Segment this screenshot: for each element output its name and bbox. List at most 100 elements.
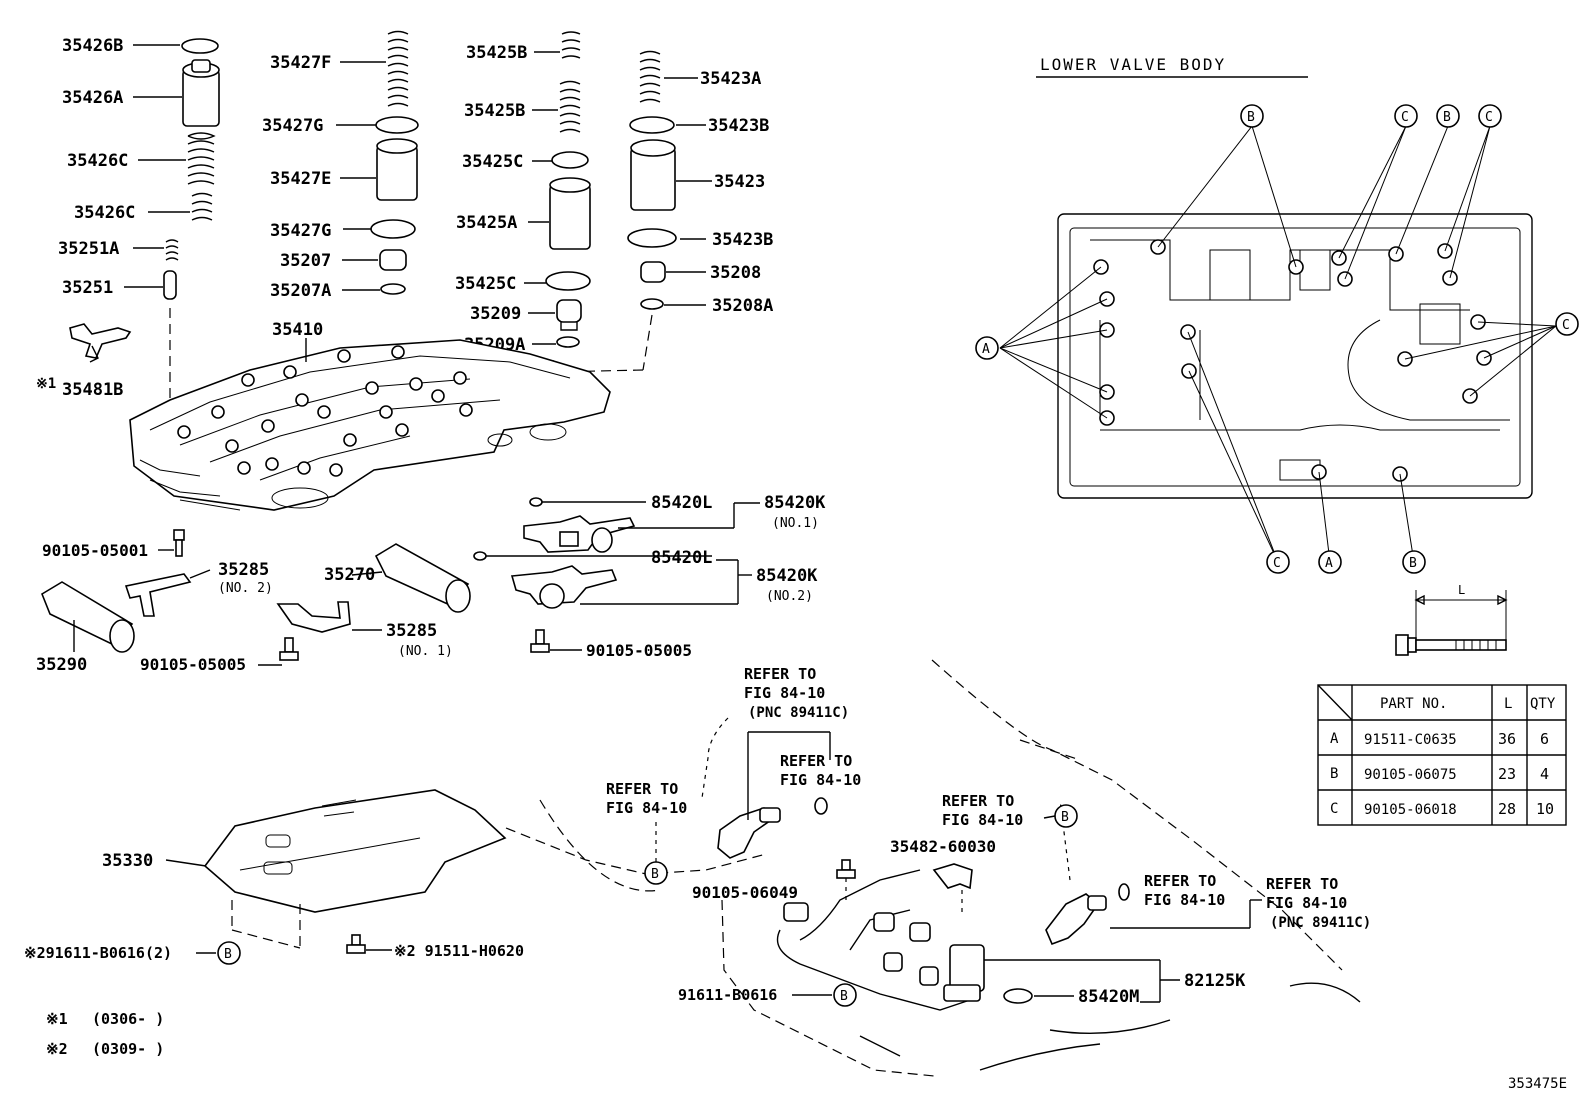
bolt-90105-05001 [158, 529, 185, 557]
label-35285-no1-sub: (NO. 1) [398, 644, 453, 659]
bolt-length-label: L [1458, 583, 1465, 597]
refer-note-3: REFER TO FIG 84-10 B [606, 780, 687, 885]
svg-text:C: C [1401, 110, 1409, 125]
label-35425b-upper: 35425B [466, 43, 527, 63]
svg-text:B: B [1409, 556, 1417, 571]
label-90105-05005-right: 90105-05005 [586, 641, 692, 660]
table-row-c-length: 28 [1498, 800, 1516, 818]
label-85420k-no2-sub: (NO.2) [766, 589, 813, 604]
label-35330: 35330 [102, 851, 153, 871]
bracket-35481b [69, 323, 132, 363]
label-35208a: 35208A [712, 296, 773, 316]
refer-note-5: REFER TO FIG 84-10 [1144, 872, 1225, 909]
seal-85420m [1003, 988, 1074, 1004]
label-35481b-mark: ※1 [36, 376, 56, 392]
strainer-35330 [165, 789, 507, 949]
label-35209: 35209 [470, 304, 521, 324]
leaders-35426 [124, 44, 190, 288]
label-35426a: 35426A [62, 88, 123, 108]
label-35290: 35290 [36, 655, 87, 675]
callout-291611: B [196, 941, 241, 965]
figure-code: 353475E [1508, 1076, 1567, 1092]
svg-text:FIG 84-10: FIG 84-10 [942, 811, 1023, 829]
label-35423a: 35423A [700, 69, 761, 89]
speed-sensor-right [1045, 883, 1130, 946]
leaders-35427 [336, 61, 386, 291]
label-35427f: 35427F [270, 53, 331, 73]
label-35423b-upper: 35423B [708, 116, 769, 136]
bolt-90105-05005-left [258, 637, 299, 666]
label-35427g-lower: 35427G [270, 221, 331, 241]
svg-text:A: A [1325, 556, 1333, 571]
label-35207a: 35207A [270, 281, 331, 301]
table-row-b-key: B [1330, 766, 1338, 782]
bracket-35285-no1 [276, 601, 382, 633]
label-35251a: 35251A [58, 239, 119, 259]
label-35482-60030: 35482-60030 [890, 837, 996, 856]
table-row-a-length: 36 [1498, 730, 1516, 748]
svg-text:FIG 84-10: FIG 84-10 [606, 799, 687, 817]
refer-note-4: REFER TO FIG 84-10 B [942, 792, 1078, 829]
label-35285-no1: 35285 [386, 621, 437, 641]
leaders-85420 [580, 502, 760, 605]
svg-text:FIG 84-10: FIG 84-10 [744, 684, 825, 702]
table-header-l: L [1504, 696, 1512, 712]
leader-82125k [984, 959, 1180, 1003]
table-row-b-part: 90105-06075 [1364, 767, 1457, 783]
svg-text:REFER TO: REFER TO [1144, 872, 1216, 890]
label-35208: 35208 [710, 263, 761, 283]
svg-text:A: A [982, 342, 990, 357]
label-91611-b0616: 91611-B0616 [678, 986, 777, 1004]
solenoid-35290 [41, 581, 135, 653]
svg-text:C: C [1485, 110, 1493, 125]
footnote-1-mark: ※1 [46, 1010, 68, 1028]
label-90105-05005-left: 90105-05005 [140, 655, 246, 674]
o-ring-small [814, 797, 828, 815]
leaders-35423 [664, 77, 712, 306]
stack-35423 [552, 50, 677, 373]
svg-text:C: C [1273, 556, 1281, 571]
label-35285-no2-sub: (NO. 2) [218, 581, 273, 596]
label-35410: 35410 [272, 320, 323, 340]
label-291611-b0616: ※291611-B0616(2) [24, 944, 172, 962]
solenoid-85420-no1 [523, 497, 646, 553]
svg-text:B: B [840, 989, 848, 1004]
label-35426c-upper: 35426C [67, 151, 128, 171]
svg-text:FIG 84-10: FIG 84-10 [1266, 894, 1347, 912]
lower-valve-body-view [1057, 213, 1533, 499]
table-row-b-length: 23 [1498, 765, 1516, 783]
svg-text:REFER TO: REFER TO [942, 792, 1014, 810]
table-row-a-part: 91511-C0635 [1364, 732, 1457, 748]
table-row-c-key: C [1330, 801, 1338, 817]
label-35285-no2: 35285 [218, 560, 269, 580]
refer-note-2: REFER TO FIG 84-10 [780, 752, 861, 789]
table-header-qty: QTY [1530, 696, 1556, 712]
svg-text:C: C [1562, 318, 1570, 333]
svg-text:B: B [1061, 810, 1069, 825]
label-35251: 35251 [62, 278, 113, 298]
svg-text:B: B [1443, 110, 1451, 125]
speed-sensor-left [717, 807, 781, 859]
label-35426c-lower: 35426C [74, 203, 135, 223]
table-row-c-qty: 10 [1536, 800, 1554, 818]
label-35426b: 35426B [62, 36, 123, 56]
label-35207: 35207 [280, 251, 331, 271]
svg-text:REFER TO: REFER TO [606, 780, 678, 798]
svg-text:B: B [651, 867, 659, 882]
label-82125k: 82125K [1184, 971, 1246, 991]
svg-text:FIG 84-10: FIG 84-10 [1144, 891, 1225, 909]
label-35423: 35423 [714, 172, 765, 192]
table-row-a-key: A [1330, 731, 1339, 747]
svg-text:(PNC 89411C): (PNC 89411C) [748, 705, 849, 721]
label-90105-05001: 90105-05001 [42, 541, 148, 560]
stack-35427 [370, 30, 419, 295]
label-35425b-lower: 35425B [464, 101, 525, 121]
table-row-c-part: 90105-06018 [1364, 802, 1457, 818]
section-title-lower-valve-body: LOWER VALVE BODY [1040, 55, 1226, 74]
label-85420k-no1-sub: (NO.1) [772, 516, 819, 531]
footnote-1-text: (0306- ) [92, 1010, 164, 1028]
callout-circles: A B C B C C C A B [975, 104, 1579, 574]
svg-text:REFER TO: REFER TO [780, 752, 852, 770]
valve-body-35410 [129, 338, 611, 511]
